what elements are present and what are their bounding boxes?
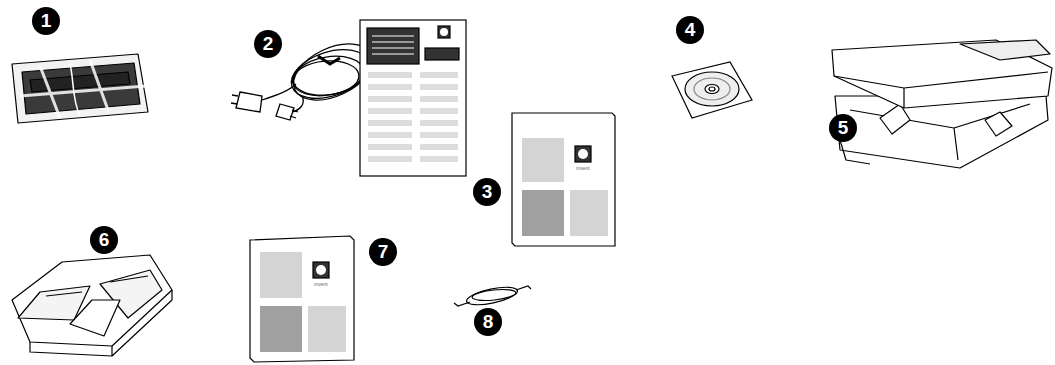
brand-tagline: invent bbox=[568, 164, 598, 172]
callout-number: 2 bbox=[254, 30, 282, 58]
input-tray-part bbox=[850, 104, 1030, 160]
input-tray bbox=[832, 40, 1052, 168]
output-bin-part bbox=[12, 255, 172, 346]
user-guide-part bbox=[316, 265, 326, 275]
input-tray-part bbox=[832, 40, 1052, 108]
software-cd-part bbox=[694, 78, 730, 100]
callout-number: 1 bbox=[32, 7, 60, 35]
callout-number: 6 bbox=[90, 226, 118, 254]
print-cartridge-part bbox=[12, 54, 148, 123]
phone-cord-part bbox=[465, 284, 519, 309]
setup-poster-part-part bbox=[420, 72, 458, 78]
callout-number: 3 bbox=[473, 178, 501, 206]
setup-poster-part-part bbox=[368, 120, 412, 126]
power-cord-part bbox=[290, 110, 298, 118]
callout-number: 7 bbox=[369, 238, 397, 266]
getting-started-booklet bbox=[512, 113, 615, 246]
user-guide-part bbox=[313, 262, 329, 278]
user-guide bbox=[250, 236, 354, 362]
phone-cord-part bbox=[454, 286, 531, 306]
setup-poster-part bbox=[425, 48, 459, 60]
getting-started-booklet-part bbox=[575, 146, 591, 162]
setup-poster-part-part bbox=[420, 96, 458, 102]
software-cd-part bbox=[685, 72, 739, 106]
setup-poster-part-part bbox=[420, 132, 458, 138]
software-cd-part bbox=[705, 85, 719, 94]
setup-poster-part-part bbox=[368, 144, 412, 150]
setup-poster-part-part bbox=[368, 156, 412, 162]
software-cd bbox=[672, 62, 752, 118]
power-cord bbox=[231, 32, 381, 120]
callout-number: 4 bbox=[676, 16, 704, 44]
setup-poster bbox=[360, 20, 466, 176]
input-tray-part bbox=[880, 104, 910, 134]
print-cartridge bbox=[12, 54, 148, 123]
output-bin bbox=[12, 255, 172, 356]
input-tray-part bbox=[985, 112, 1012, 136]
setup-poster-part bbox=[438, 26, 450, 38]
user-guide-part bbox=[260, 306, 302, 352]
setup-poster-part-part bbox=[368, 84, 412, 90]
phone-cord-part bbox=[472, 288, 517, 303]
power-cord-part bbox=[276, 104, 294, 120]
setup-poster-part bbox=[360, 20, 466, 176]
getting-started-booklet-part bbox=[512, 113, 615, 246]
setup-poster-part-part bbox=[368, 72, 412, 78]
setup-poster-part bbox=[440, 28, 448, 36]
callout-markers-part bbox=[473, 178, 501, 206]
power-cord-part bbox=[292, 58, 361, 98]
input-tray-part bbox=[834, 72, 1048, 108]
input-tray-part bbox=[835, 96, 1048, 168]
callout-markers-part bbox=[90, 226, 118, 254]
setup-poster-part-part bbox=[420, 144, 458, 150]
user-guide-part bbox=[308, 306, 346, 352]
print-cartridge-part bbox=[70, 64, 80, 116]
callout-markers-part bbox=[676, 16, 704, 44]
callout-markers bbox=[32, 7, 857, 336]
user-guide-part bbox=[250, 236, 354, 362]
setup-poster-part-part bbox=[420, 84, 458, 90]
setup-poster-part-part bbox=[368, 96, 412, 102]
print-cartridge-part bbox=[20, 60, 146, 118]
phone-cord bbox=[454, 284, 531, 309]
user-guide-part bbox=[260, 252, 302, 298]
getting-started-booklet-part bbox=[570, 190, 608, 236]
brand-tagline: invent bbox=[306, 280, 336, 288]
setup-poster-part-part bbox=[420, 120, 458, 126]
setup-poster-part-part bbox=[368, 132, 412, 138]
callout-markers-part bbox=[829, 114, 857, 142]
setup-poster-part bbox=[368, 72, 458, 162]
setup-poster-part bbox=[372, 36, 414, 54]
setup-poster-part-part bbox=[420, 156, 458, 162]
callout-markers-part bbox=[474, 308, 502, 336]
power-cord-part bbox=[289, 51, 367, 101]
input-tray-part bbox=[960, 40, 1050, 60]
software-cd-part bbox=[672, 62, 752, 118]
setup-poster-part bbox=[367, 28, 419, 64]
callout-markers-part bbox=[254, 30, 282, 58]
getting-started-booklet-part bbox=[522, 190, 564, 236]
callout-number: 8 bbox=[474, 308, 502, 336]
output-bin-part bbox=[46, 276, 148, 296]
power-cord-part bbox=[236, 92, 262, 112]
power-cord-part bbox=[231, 95, 238, 104]
setup-poster-part-part bbox=[420, 108, 458, 114]
software-cd-part bbox=[709, 87, 715, 91]
power-cord-part bbox=[262, 84, 296, 100]
callout-number: 5 bbox=[829, 114, 857, 142]
output-bin-part bbox=[70, 300, 120, 336]
callout-markers-part bbox=[32, 7, 60, 35]
input-tray-part bbox=[840, 140, 870, 164]
power-cord-part bbox=[318, 56, 340, 64]
callout-markers-part bbox=[369, 238, 397, 266]
getting-started-booklet-part bbox=[578, 149, 588, 159]
getting-started-booklet-part bbox=[522, 138, 564, 182]
output-bin-part bbox=[30, 290, 172, 356]
setup-poster-part-part bbox=[368, 108, 412, 114]
